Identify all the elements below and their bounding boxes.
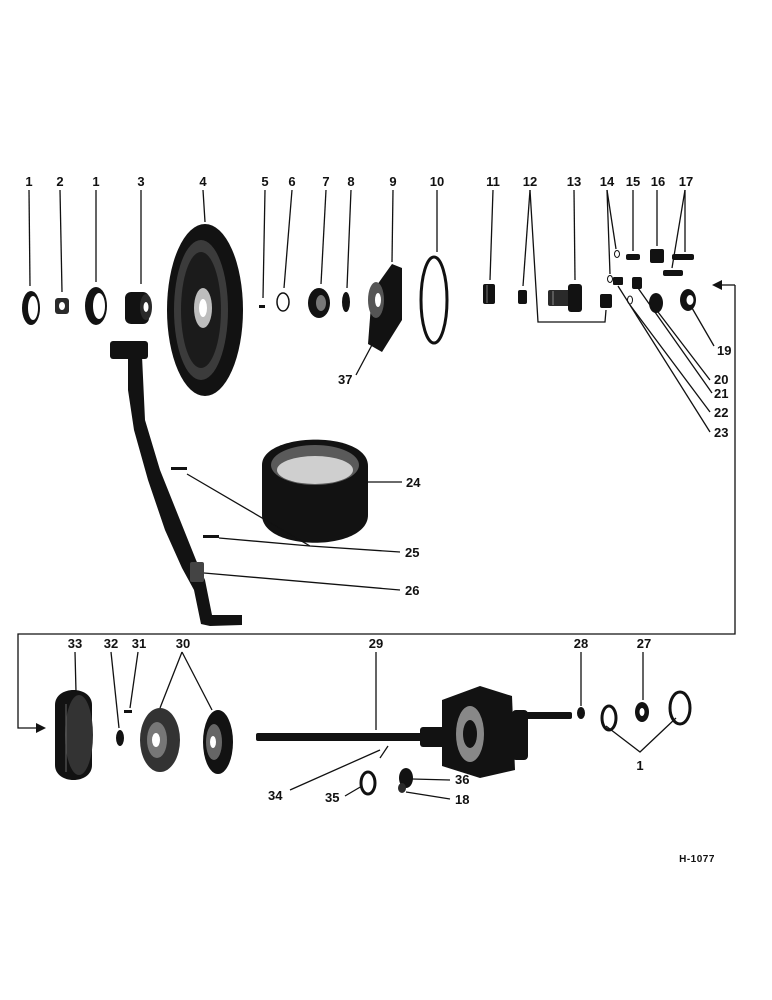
callout-1: 1 bbox=[636, 758, 643, 773]
callout-3: 3 bbox=[137, 174, 144, 189]
callout-30: 30 bbox=[176, 636, 190, 651]
callout-23: 23 bbox=[714, 425, 728, 440]
belt-icon bbox=[262, 439, 368, 543]
callout-25: 25 bbox=[405, 545, 419, 560]
callout-10: 10 bbox=[430, 174, 444, 189]
callout-6: 6 bbox=[288, 174, 295, 189]
callout-15: 15 bbox=[626, 174, 640, 189]
callout-13: 13 bbox=[567, 174, 581, 189]
callout-35: 35 bbox=[325, 790, 339, 805]
callout-7: 7 bbox=[322, 174, 329, 189]
fan-icon bbox=[140, 708, 180, 772]
o-ring-icon bbox=[276, 292, 290, 312]
key-icon bbox=[259, 305, 265, 308]
snap-ring-icon bbox=[85, 287, 107, 325]
callout-31: 31 bbox=[132, 636, 146, 651]
callout-32: 32 bbox=[104, 636, 118, 651]
callout-14: 14 bbox=[600, 174, 615, 189]
callout-22: 22 bbox=[714, 405, 728, 420]
leader-lines bbox=[28, 189, 715, 800]
callout-34: 34 bbox=[268, 788, 283, 803]
callout-labels: 1 2 1 3 4 5 6 7 8 9 10 11 12 13 14 15 16… bbox=[25, 174, 731, 807]
callout-2: 2 bbox=[56, 174, 63, 189]
callout-36: 36 bbox=[455, 772, 469, 787]
callout-16: 16 bbox=[651, 174, 665, 189]
callout-21: 21 bbox=[714, 386, 728, 401]
washer-icon bbox=[342, 292, 350, 312]
drum-icon bbox=[55, 690, 93, 780]
callout-9: 9 bbox=[389, 174, 396, 189]
callout-1: 1 bbox=[92, 174, 99, 189]
callout-11: 11 bbox=[486, 174, 500, 189]
callout-12: 12 bbox=[523, 174, 537, 189]
callout-5: 5 bbox=[261, 174, 268, 189]
callout-20: 20 bbox=[714, 372, 728, 387]
callout-29: 29 bbox=[369, 636, 383, 651]
hub-icon bbox=[125, 292, 152, 324]
callout-24: 24 bbox=[406, 475, 421, 490]
lever-arm-icon bbox=[110, 341, 242, 626]
callout-33: 33 bbox=[68, 636, 82, 651]
callout-28: 28 bbox=[574, 636, 588, 651]
callout-8: 8 bbox=[347, 174, 354, 189]
bushing-icon bbox=[483, 284, 495, 304]
drawing-reference: H-1077 bbox=[679, 854, 715, 865]
bearing-icon bbox=[308, 288, 330, 318]
callout-4: 4 bbox=[199, 174, 207, 189]
nut-icon bbox=[55, 298, 69, 314]
callout-37: 37 bbox=[338, 372, 352, 387]
parts-top-row bbox=[22, 224, 696, 396]
callout-27: 27 bbox=[637, 636, 651, 651]
callout-26: 26 bbox=[405, 583, 419, 598]
routing-lines bbox=[17, 280, 736, 733]
snap-ring-icon bbox=[22, 291, 40, 325]
callout-19: 19 bbox=[717, 343, 731, 358]
callout-18: 18 bbox=[455, 792, 469, 807]
parts-bottom-row bbox=[55, 686, 692, 796]
housing-icon bbox=[368, 264, 402, 352]
rotor-shaft-icon bbox=[256, 686, 572, 778]
callout-17: 17 bbox=[679, 174, 693, 189]
v-belt-pulley-icon bbox=[167, 224, 243, 396]
shaft-icon bbox=[548, 284, 582, 312]
callout-1: 1 bbox=[25, 174, 32, 189]
fan-icon bbox=[203, 710, 233, 774]
